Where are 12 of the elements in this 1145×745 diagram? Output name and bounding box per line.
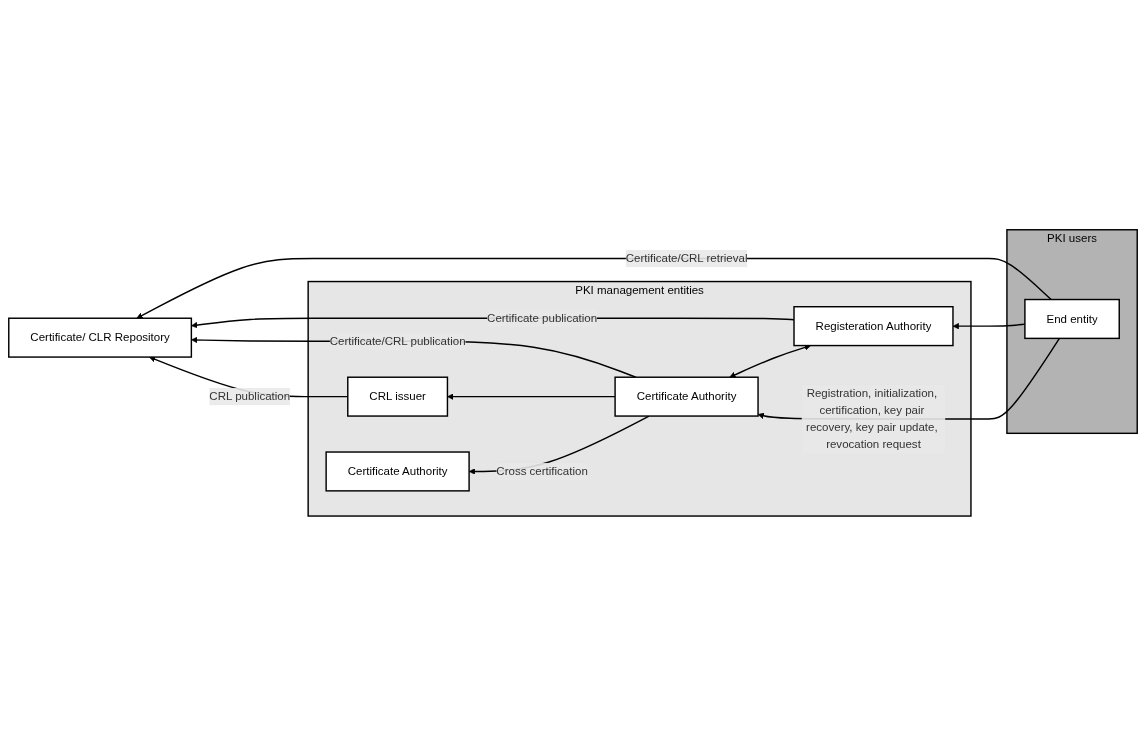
edge-label: Cross certification xyxy=(495,464,588,477)
edge-label: Certificate publication xyxy=(486,311,597,324)
edge-label: Registration, initialization, certification, key pair recovery, key pair update, revocation request xyxy=(805,386,938,451)
node-box: Certificate Authority xyxy=(324,450,470,492)
edge-label: Certificate/CRL publication xyxy=(329,334,466,347)
edge-label: Certificate/CRL retrieval xyxy=(625,251,747,264)
node-box: Certificate Authority xyxy=(613,376,759,417)
node-box: CRL issuer xyxy=(346,376,448,417)
edge-label: CRL publication xyxy=(208,389,290,402)
node-box: Certificate/ CLR Repository xyxy=(7,317,192,358)
node-box: Registeration Authority xyxy=(792,305,954,346)
node-box: End entity xyxy=(1023,298,1120,339)
